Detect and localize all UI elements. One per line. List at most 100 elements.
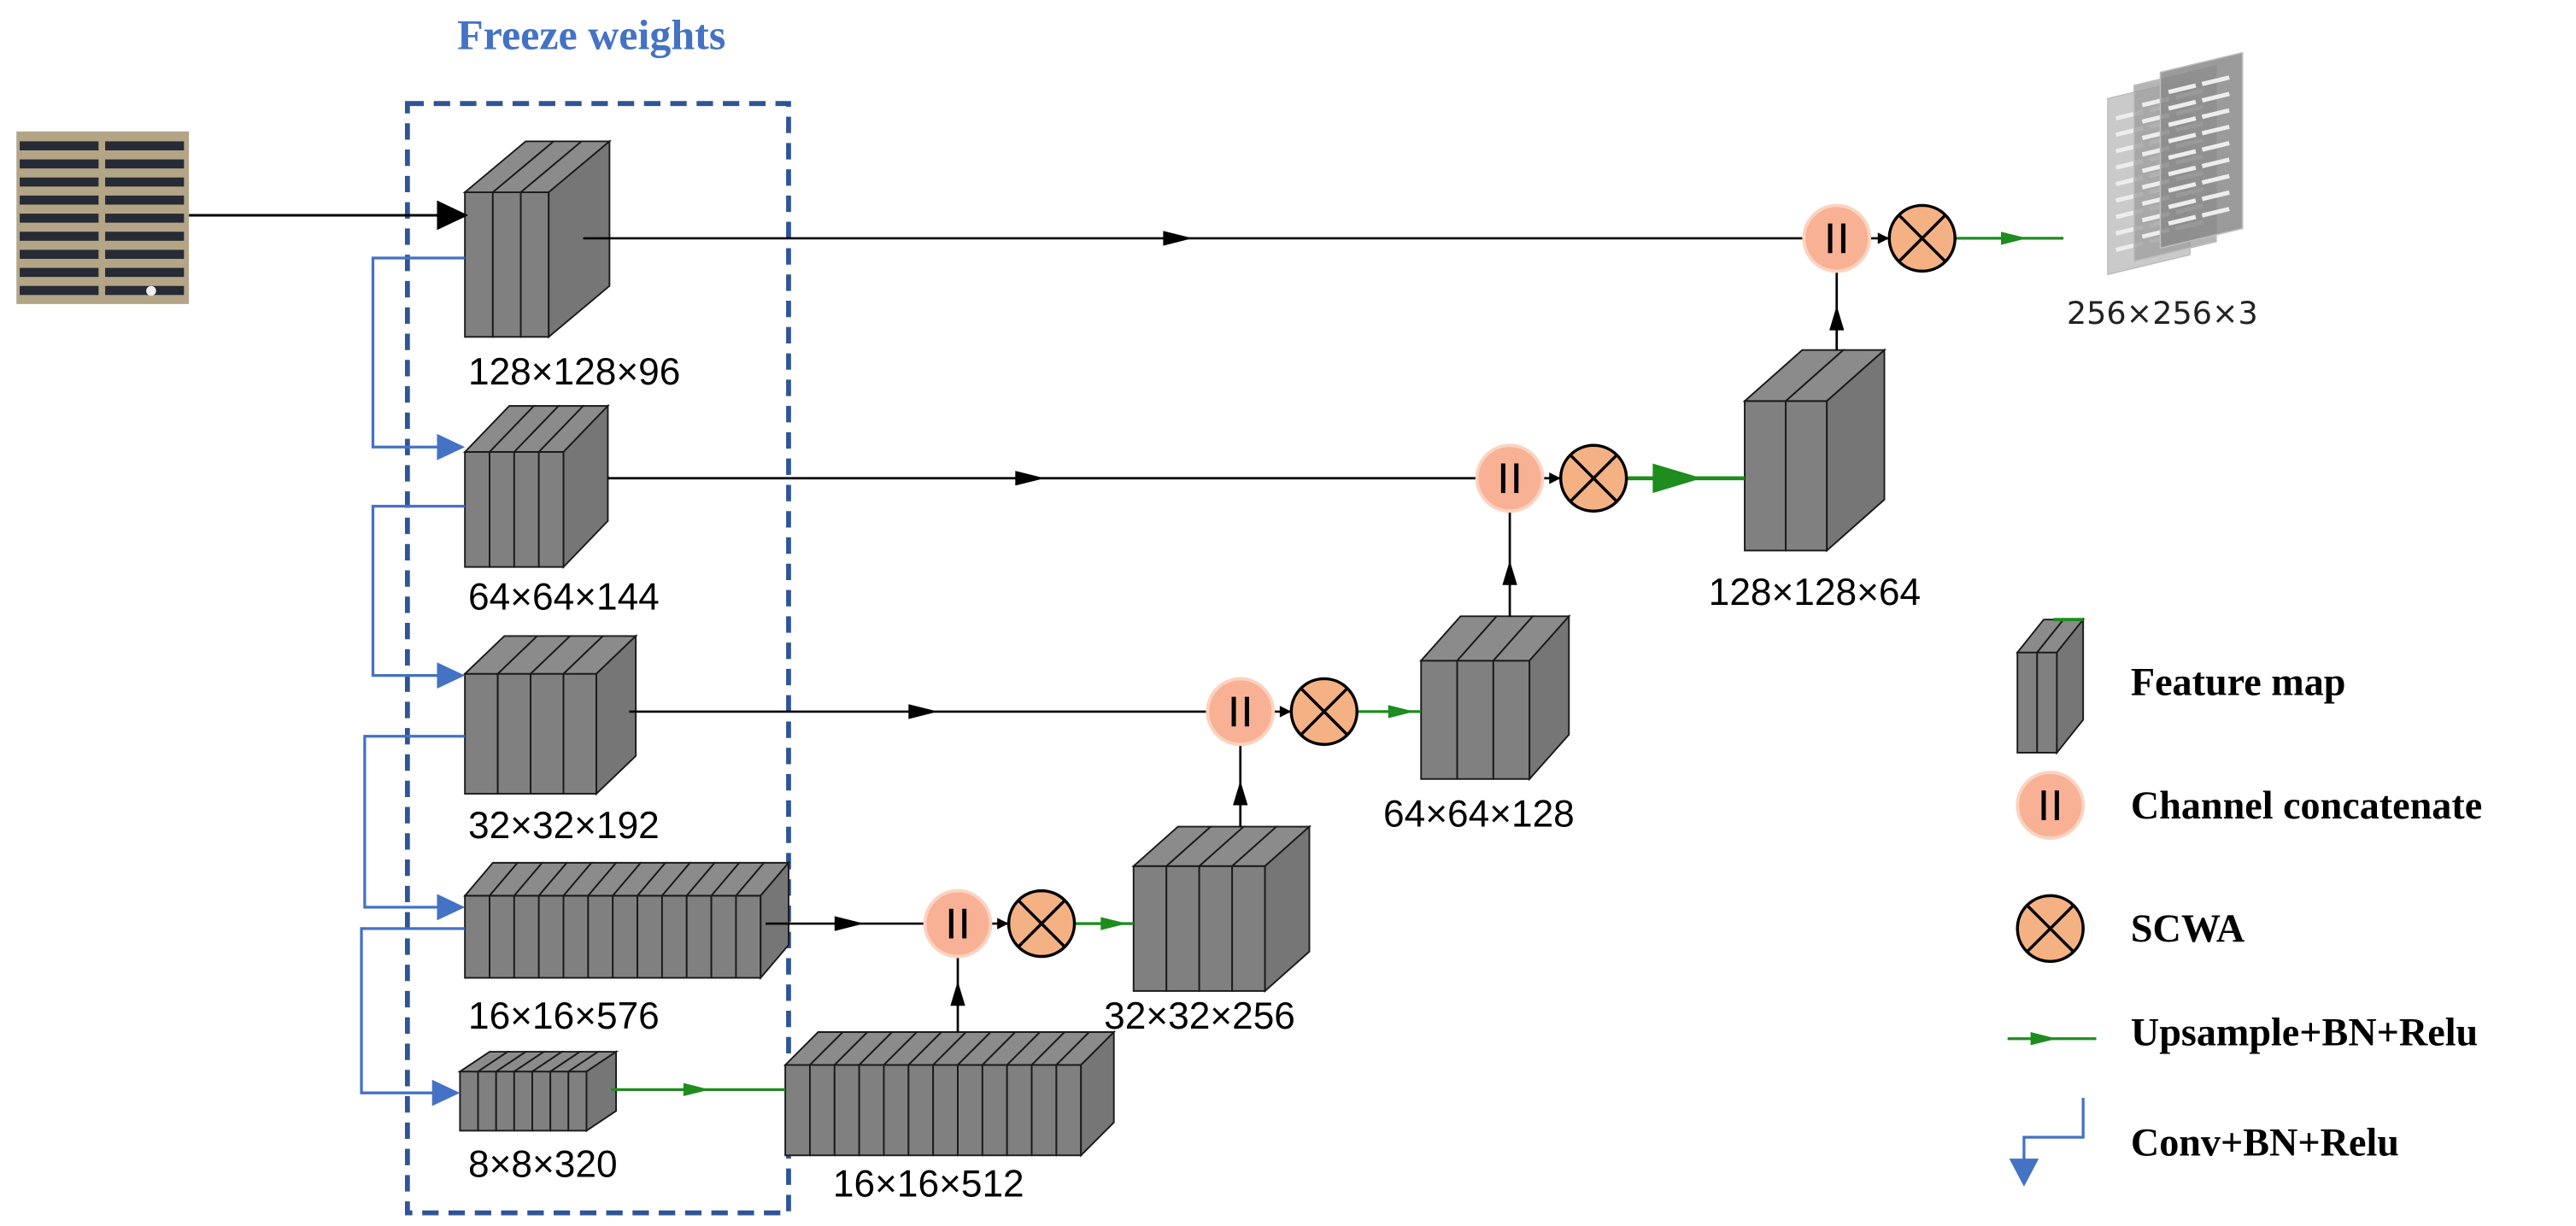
output-mask-stripe [2168,107,2235,127]
conv-line-2 [371,504,466,678]
solar-panel-row [20,214,99,223]
block-front-face [459,1071,479,1132]
multiply-cross-icon [1017,899,1066,948]
encoder-block-3 [462,634,638,796]
skip-arrowhead-4 [834,916,865,931]
legend-conv-label: Conv+BN+Relu [2131,1120,2399,1164]
concat-node-2 [1475,443,1545,513]
block-front-face [1030,1064,1058,1157]
block-front-face [685,895,713,979]
block-side-face [1264,824,1311,994]
block-front-face [660,895,688,979]
concat-node-4 [923,889,993,959]
solar-panel-row [105,177,185,187]
legend-upsample-arrowhead [2030,1032,2057,1046]
decoder-block-3 [1419,613,1571,782]
legend-feature-map-label: Feature map [2131,660,2346,704]
solar-panel-row [105,141,185,151]
block-front-face [464,451,490,568]
block-side-face [562,403,609,570]
block-front-face [562,672,597,795]
legend-concat-icon [2016,771,2086,840]
solar-panel-row [20,267,99,278]
encoder-label-4: 16×16×576 [468,995,660,1037]
upsample-head-4 [1652,463,1703,494]
block-front-face [1420,660,1458,780]
block-front-face [957,1064,983,1157]
legend-scwa-label: SCWA [2131,906,2244,950]
solar-panel-row [20,159,99,169]
conv-head-4 [431,1079,461,1106]
solar-panel-row [105,195,185,205]
upsample-head-3 [1388,705,1415,719]
fusion-nodes [923,203,2086,964]
upsample-head-2 [1100,917,1128,930]
block-side-face [596,634,637,796]
block-front-face [1132,865,1168,992]
solar-panel-row [105,214,185,223]
skip-arrowhead-2 [1015,471,1045,486]
block-side-face [548,139,611,339]
block-front-face [2016,651,2039,754]
decoder-block-4 [1742,348,1887,553]
input-image [16,131,190,304]
block-side-face [1826,348,1886,553]
block-front-face [833,1064,860,1157]
output-mask-stripe [2168,91,2235,111]
block-front-face [489,895,515,979]
block-front-face [883,1064,910,1157]
solar-panel-row [105,232,185,241]
block-front-face [932,1064,959,1157]
solar-panel-row [20,177,99,187]
conv-head-1 [437,433,466,460]
output-mask-stripe [2168,139,2235,161]
block-front-face [587,895,614,979]
up-arrowhead-3 [1502,560,1517,585]
block-front-face [530,672,565,795]
freeze-weights-box [404,101,791,1216]
encoder-block-1 [462,139,613,339]
solar-panel-row [20,285,99,296]
solar-panel-row [20,141,99,151]
block-front-face [496,672,532,795]
upsample-head-5 [2001,232,2027,245]
concat-to-scwa-connectors [990,232,1890,930]
block-front-face [981,1064,1008,1157]
block-front-face [858,1064,885,1157]
output-mask-stripe [2168,73,2235,95]
encoder-block-2 [462,403,610,570]
block-front-face [1785,400,1828,552]
block-front-face [513,895,540,979]
conv-line-3 [363,735,466,909]
legend-scwa-icon [2016,894,2085,964]
up-arrowhead-4 [1829,305,1845,331]
skip-arrowhead-1 [1163,231,1193,246]
block-front-face [1744,400,1787,552]
decoder-block-2 [1131,824,1312,994]
block-front-face [549,1071,570,1132]
output-mask-sheet-3 [2159,51,2244,249]
block-front-face [808,1064,836,1157]
output-mask-stripe [2168,123,2235,144]
conv-head-2 [437,662,466,689]
concat-scwa-head-3 [1279,706,1292,718]
block-front-face [489,451,515,568]
block-side-face [760,860,789,981]
block-front-face [735,895,762,979]
encoder-label-1: 128×128×96 [468,351,680,393]
conv-line-1 [371,256,466,449]
block-front-face [531,1071,552,1132]
block-front-face [1231,865,1266,992]
encoder-label-2: 64×64×144 [468,577,660,619]
solar-panel-row [105,249,185,259]
multiply-cross-icon [2026,904,2075,953]
solar-panel-row [105,267,185,278]
conv-head-3 [437,894,466,921]
decoder-label-1: 16×16×512 [833,1163,1024,1205]
freeze-weights-title: Freeze weights [457,11,725,59]
solar-panel-row [20,195,99,205]
block-front-face [784,1064,811,1157]
encoder-label-5: 8×8×320 [468,1143,618,1185]
concat-circle [1802,203,1872,273]
concat-scwa-head-4 [997,918,1009,930]
